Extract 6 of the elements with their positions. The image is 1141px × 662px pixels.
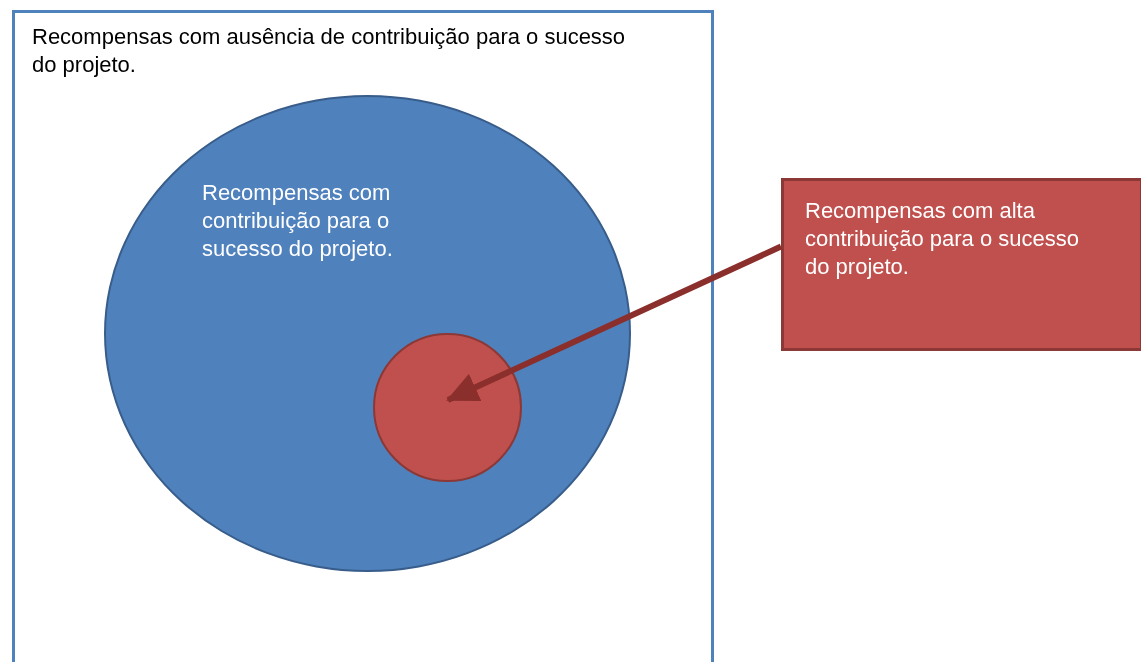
- callout-box: [781, 178, 1141, 351]
- node-text: Recompensas com ausência de contribuição para o sucesso do projeto.: [32, 23, 627, 79]
- node-text: Recompensas com alta contribuição para o sucesso do projeto.: [805, 197, 1080, 281]
- arrow: [446, 243, 783, 403]
- node-text: Recompensas com contribuição para o sucesso do projeto.: [202, 179, 394, 263]
- outer-box: [12, 10, 714, 662]
